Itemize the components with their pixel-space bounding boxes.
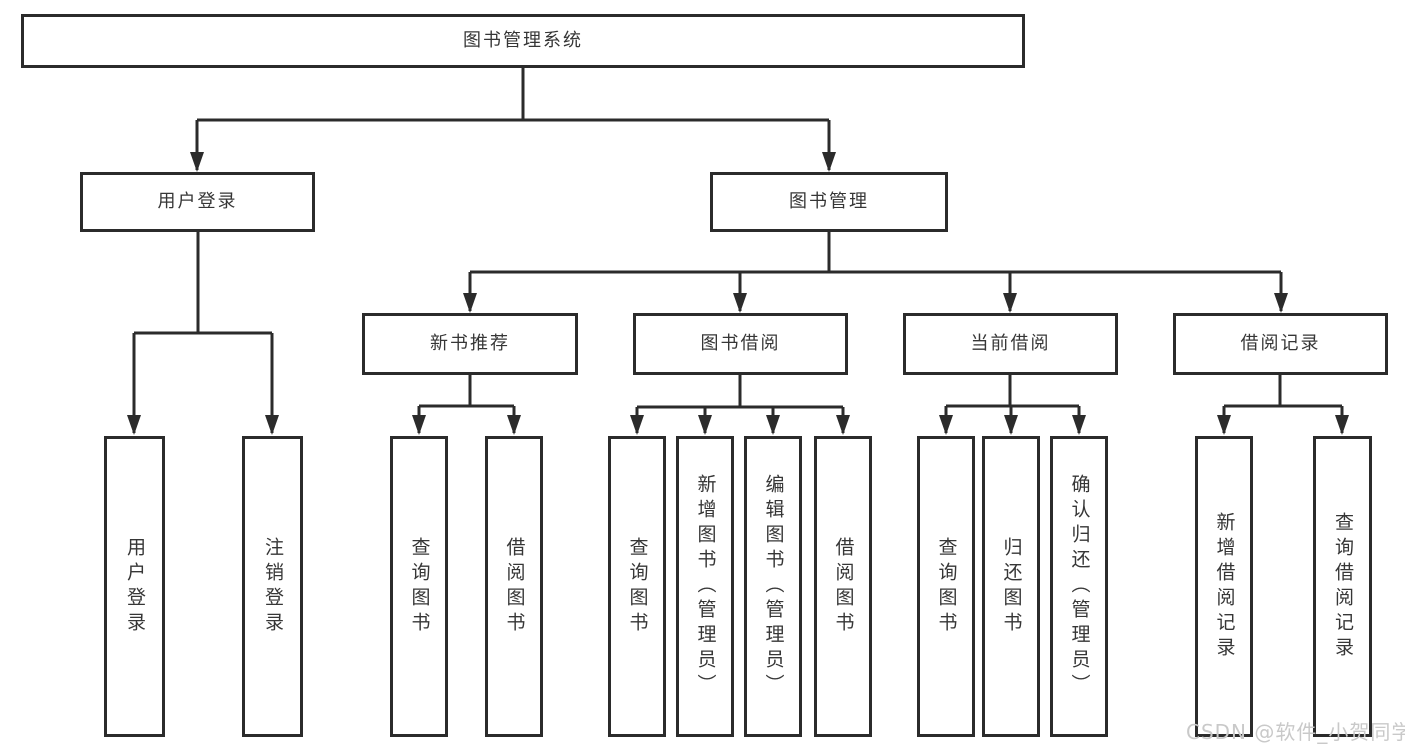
leaf-confirm-return-admin: 确认归还（管理员） [1050,436,1108,737]
leaf-logout: 注销登录 [242,436,303,737]
node-root: 图书管理系统 [21,14,1025,68]
leaf-query-books-3: 查询图书 [917,436,975,737]
node-user-login: 用户登录 [80,172,315,232]
arrowhead [1004,415,1018,435]
arrowhead [127,415,141,435]
connector-borrowrecords-to-leaves [1222,375,1344,433]
leaf-borrow-books-1: 借阅图书 [485,436,543,737]
leaf-query-books-1: 查询图书 [390,436,448,737]
leaf-edit-books-admin: 编辑图书（管理员） [744,436,802,737]
leaf-query-books-2: 查询图书 [608,436,666,737]
watermark-text: CSDN @软件_小贺同学 [1186,720,1405,744]
arrowhead [507,415,521,435]
node-borrow-records: 借阅记录 [1173,313,1388,375]
arrowhead [766,415,780,435]
arrowhead [733,293,747,313]
leaf-query-borrow-record: 查询借阅记录 [1313,436,1372,737]
node-current-borrow: 当前借阅 [903,313,1118,375]
connector-userlogin-to-leaves [132,232,274,433]
connector-newbookrec-to-leaves [417,375,516,433]
arrowhead [1217,415,1231,435]
arrowhead [412,415,426,435]
arrowhead [1003,293,1017,313]
arrowhead [630,415,644,435]
arrowhead [463,293,477,313]
connector-currentborrow-to-leaves [944,375,1081,433]
arrowhead [698,415,712,435]
leaf-add-books-admin: 新增图书（管理员） [676,436,734,737]
leaf-user-login: 用户登录 [104,436,165,737]
arrowhead [1274,293,1288,313]
connector-root-to-level2 [195,68,831,170]
arrowhead [265,415,279,435]
node-book-management: 图书管理 [710,172,948,232]
leaf-borrow-books-2: 借阅图书 [814,436,872,737]
arrowhead [1072,415,1086,435]
connector-bookborrow-to-leaves [635,375,845,433]
arrowhead [1335,415,1349,435]
node-book-borrow: 图书借阅 [633,313,848,375]
arrowhead [190,152,204,172]
leaf-return-books: 归还图书 [982,436,1040,737]
node-new-book-recommend: 新书推荐 [362,313,578,375]
arrowhead [836,415,850,435]
arrowhead [939,415,953,435]
arrowhead [822,152,836,172]
connector-bookmgmt-to-level3 [468,232,1283,311]
leaf-add-borrow-record: 新增借阅记录 [1195,436,1253,737]
